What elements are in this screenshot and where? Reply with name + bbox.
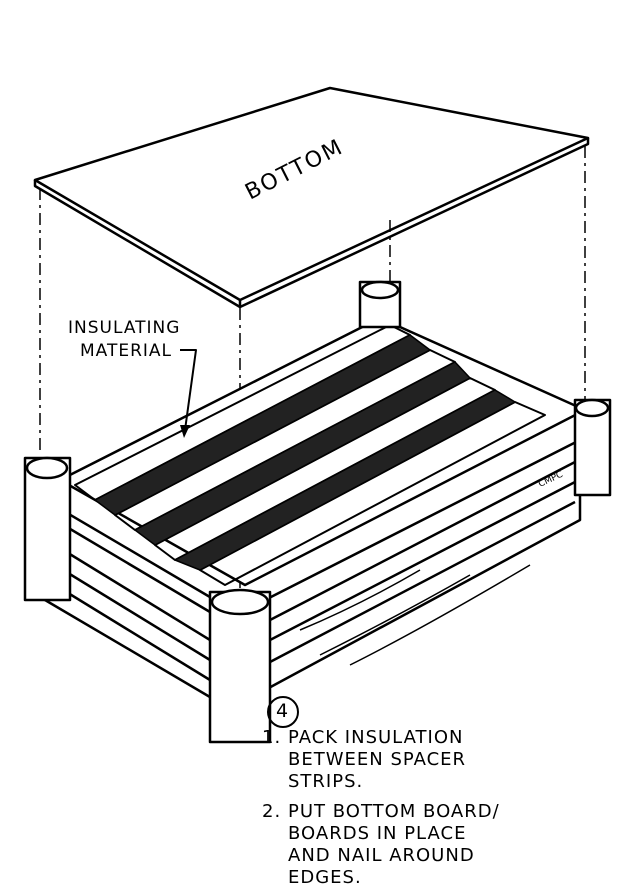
instruction-line: EDGES. [288,867,362,888]
step-number-circle [267,696,299,728]
step-number: 4 [276,700,290,722]
bottom-board [33,86,590,309]
insulating-material [94,334,516,571]
instruction-line: PUT BOTTOM BOARD/ [288,801,500,822]
corner-post-left [23,456,72,602]
instruction-line: PACK INSULATION [288,727,464,748]
instruction-line: BETWEEN SPACER [288,749,467,770]
callout-label-line2: MATERIAL [80,341,173,361]
instruction-line: BOARDS IN PLACE [288,823,467,844]
instruction-line: STRIPS. [288,771,364,792]
instruction-number: 2. [262,801,282,822]
instruction-number: 1. [262,727,282,748]
frame-box [23,280,612,744]
callout-label-line1: INSULATING [68,318,181,338]
callout-leader [180,349,197,431]
instruction-line: AND NAIL AROUND [288,845,475,866]
